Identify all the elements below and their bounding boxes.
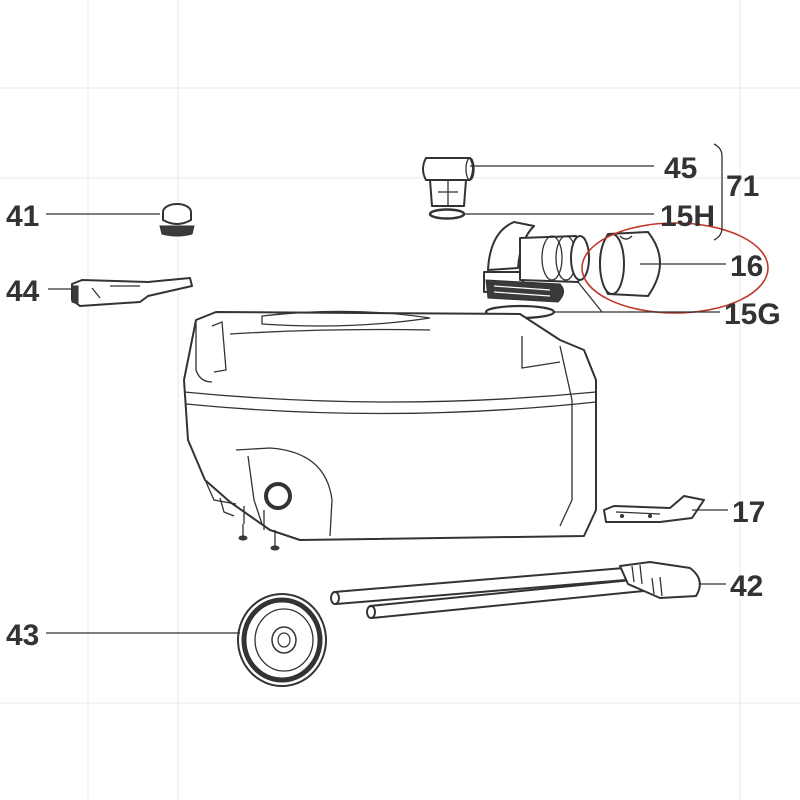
tank-outlet-port: [264, 482, 292, 510]
tank-body: [183, 310, 597, 541]
label-15g: 15G: [724, 298, 781, 331]
label-41: 41: [6, 200, 39, 233]
leader-15g-elbow: [577, 281, 603, 313]
part-17-bracket: [603, 495, 705, 523]
tank-screws: [238, 524, 280, 551]
part-44-lever: [71, 277, 193, 307]
highlight-ring-part-16: [581, 222, 769, 314]
part-71-elbow: [483, 221, 590, 303]
label-44: 44: [6, 275, 40, 308]
label-17: 17: [732, 496, 765, 529]
part-43-wheel: [237, 593, 327, 687]
label-71: 71: [726, 170, 759, 203]
label-42: 42: [730, 570, 763, 603]
label-45: 45: [664, 152, 697, 185]
leader-lines: [46, 143, 728, 634]
part-42-handle: [330, 561, 701, 619]
bracket-71: [713, 143, 723, 241]
part-41-valve: [159, 203, 195, 237]
label-16: 16: [730, 250, 763, 283]
label-15h: 15H: [660, 200, 715, 233]
part-15h-o-ring: [428, 208, 466, 220]
label-43: 43: [6, 619, 39, 652]
part-16-sleeve: [599, 231, 661, 297]
part-45-cap: [422, 157, 475, 207]
part-labels: 41 44 45 15H 71 16 15G 17 42 43: [6, 152, 781, 652]
